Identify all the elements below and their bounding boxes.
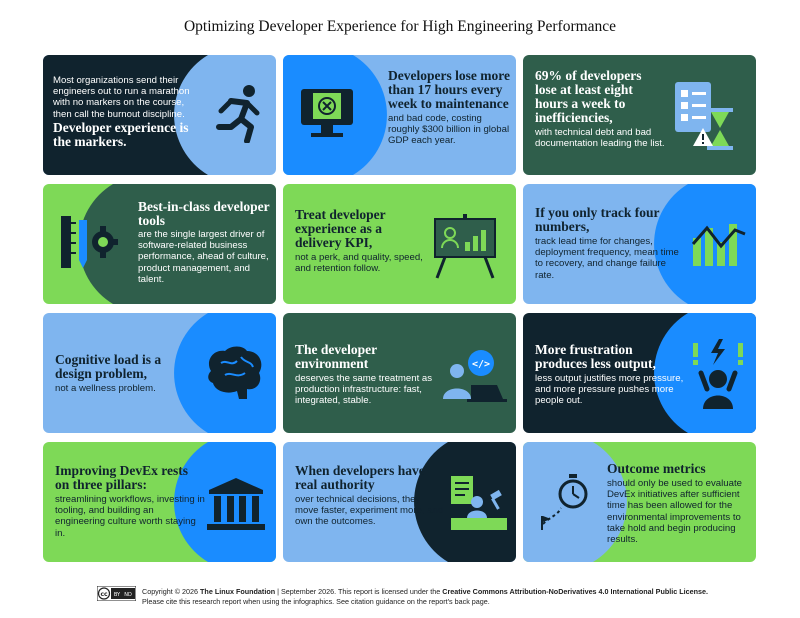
citation-text: Please cite this research report when us… (142, 597, 490, 606)
card-background (523, 442, 627, 562)
card-body: should only be used to evaluate DevEx in… (607, 478, 742, 546)
brain-icon (208, 346, 262, 399)
tools-gear-icon (61, 216, 118, 268)
page-title: Optimizing Developer Experience for High… (183, 18, 617, 35)
card-heading: More frustration produces less output, (535, 342, 656, 371)
stressed-person-icon (693, 339, 743, 409)
nd-label: ND (124, 592, 132, 598)
footer-copyright: Copyright © 2026 The Linux Foundation | … (142, 587, 708, 607)
card-developer-tools: Best-in-class developer tools are the si… (43, 184, 276, 304)
card-outcome-metrics: Outcome metrics should only be used to e… (523, 442, 756, 562)
coder-laptop-icon: </> (443, 350, 507, 402)
card-heading: Treat developer experience as a delivery… (295, 207, 386, 250)
card-heading: Cognitive load is a design problem, (55, 352, 162, 381)
card-heading: Improving DevEx rests on three pillars: (55, 463, 189, 492)
card-marathon: Most organizations send their engineers … (43, 55, 276, 175)
by-label: BY (114, 592, 121, 598)
checklist-hourglass-icon (675, 82, 733, 150)
card-background (43, 55, 208, 175)
stopwatch-path-icon (541, 474, 588, 530)
card-heading: Outcome metrics (607, 461, 706, 476)
card-body: not a perk, and quality, speed, and rete… (295, 252, 423, 275)
card-body: and bad code, costing roughly $300 billi… (388, 113, 510, 147)
card-inefficiencies: 69% of developers lose at least eight ho… (523, 55, 756, 175)
card-heading: Developer experience is the markers. (53, 119, 189, 149)
card-heading: Developers lose more than 17 hours every… (388, 68, 510, 111)
gavel-document-icon (451, 476, 507, 530)
card-body: less output justifies more pressure, and… (535, 373, 684, 407)
card-developer-environment: The developer environment deserves the s… (283, 313, 516, 433)
card-four-numbers: If you only track four numbers, track le… (523, 184, 756, 304)
license-text: | September 2026. This report is license… (277, 587, 441, 596)
copyright-text: Copyright © 2026 (142, 587, 199, 596)
card-cognitive-load: Cognitive load is a design problem, not … (43, 313, 276, 433)
card-real-authority: When developers have real authority over… (283, 442, 516, 562)
monitor-icon (301, 89, 353, 137)
card-heading: If you only track four numbers, (535, 205, 660, 234)
card-body: are the single largest driver of softwar… (138, 229, 269, 285)
card-three-pillars: Improving DevEx rests on three pillars: … (43, 442, 276, 562)
svg-text:</>: </> (472, 359, 490, 370)
pillars-building-icon (207, 478, 265, 530)
card-background (174, 442, 276, 562)
card-heading: 69% of developers lose at least eight ho… (535, 68, 642, 125)
card-delivery-kpi: Treat developer experience as a delivery… (283, 184, 516, 304)
creative-commons-license-icon[interactable]: cc BY ND (97, 586, 136, 601)
card-maintenance: Developers lose more than 17 hours every… (283, 55, 516, 175)
card-body: with technical debt and bad documentatio… (535, 127, 665, 150)
card-body: deserves the same treatment as productio… (295, 373, 433, 407)
card-body: streamlining workflows, investing in too… (55, 494, 205, 539)
card-background (79, 184, 276, 304)
organization-name: The Linux Foundation (200, 587, 276, 596)
card-heading: When developers have real authority (295, 463, 425, 492)
card-body: Most organizations send their engineers … (53, 75, 190, 120)
presentation-board-icon (434, 214, 496, 279)
bar-chart-icon (691, 224, 746, 266)
license-link[interactable]: Creative Commons Attribution-NoDerivativ… (442, 587, 708, 596)
card-body: over technical decisions, they move fast… (295, 494, 444, 528)
card-heading: Best-in-class developer tools (138, 199, 270, 228)
card-frustration: More frustration produces less output, l… (523, 313, 756, 433)
cc-label: cc (100, 591, 108, 598)
card-body: not a wellness problem. (55, 383, 156, 394)
card-body: track lead time for changes, deployment … (535, 236, 679, 281)
runner-icon (216, 85, 260, 143)
card-heading: The developer environment (295, 342, 377, 371)
